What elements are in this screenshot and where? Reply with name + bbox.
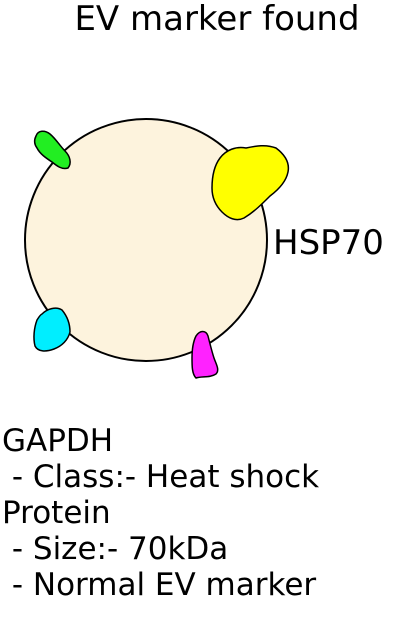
magenta-marker: [191, 330, 219, 379]
vesicle-circle: [24, 118, 268, 362]
diagram-title: EV marker found: [74, 0, 360, 39]
green-marker: [33, 130, 71, 170]
marker-info: GAPDH - Class:- Heat shock Protein - Siz…: [2, 423, 319, 603]
info-line-5: - Normal EV marker: [2, 567, 317, 603]
highlighted-marker-label: HSP70: [273, 223, 384, 263]
info-line-3: Protein: [2, 495, 111, 531]
cyan-marker: [33, 307, 71, 352]
yellow-marker: [211, 144, 290, 221]
info-line-1: GAPDH: [2, 423, 114, 459]
info-line-4: - Size:- 70kDa: [2, 531, 229, 567]
ev-diagram: [24, 118, 290, 379]
info-line-2: - Class:- Heat shock: [2, 459, 320, 495]
